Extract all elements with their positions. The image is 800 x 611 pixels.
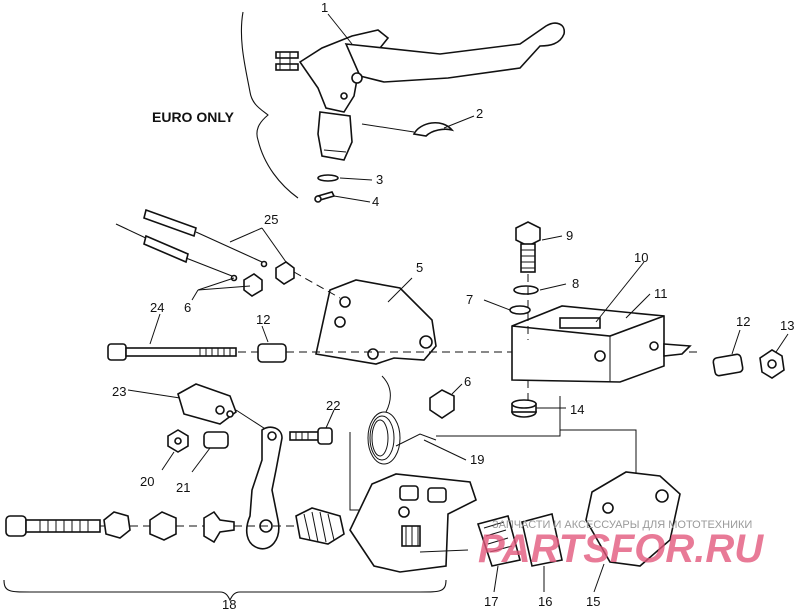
callout-20: 20 bbox=[140, 474, 154, 489]
callout-8: 8 bbox=[572, 276, 579, 291]
pad-16 bbox=[521, 513, 563, 592]
washer-8 bbox=[513, 285, 539, 295]
callout-1: 1 bbox=[321, 0, 328, 15]
callouts: 1 2 3 4 25 6 5 24 12 9 8 7 10 11 12 13 6… bbox=[112, 0, 794, 611]
callout-9: 9 bbox=[566, 228, 573, 243]
callout-6-left: 6 bbox=[184, 300, 191, 315]
euro-only-group: EURO ONLY bbox=[152, 11, 566, 203]
watermark-site: PARTSFOR.RU bbox=[478, 527, 764, 571]
nut-13 bbox=[759, 333, 789, 379]
clip-ring bbox=[317, 174, 339, 182]
callout-23: 23 bbox=[112, 384, 126, 399]
shaft-assembly bbox=[3, 507, 447, 602]
throttle-cables bbox=[115, 208, 295, 301]
spacer-right bbox=[712, 329, 744, 377]
watermark-tagline: ЗАПЧАСТИ И АКСЕССУАРЫ ДЛЯ МОТОТЕХНИКИ bbox=[492, 519, 752, 531]
callout-21: 21 bbox=[176, 480, 190, 495]
callout-25: 25 bbox=[264, 212, 278, 227]
screw-9 bbox=[515, 221, 563, 273]
callout-6-mid: 6 bbox=[464, 374, 471, 389]
switch-housing bbox=[511, 261, 692, 383]
callout-5: 5 bbox=[416, 260, 423, 275]
cover-15 bbox=[585, 471, 681, 593]
screw-22 bbox=[289, 409, 335, 445]
callout-14: 14 bbox=[570, 402, 584, 417]
callout-7: 7 bbox=[466, 292, 473, 307]
callout-2: 2 bbox=[476, 106, 483, 121]
callout-15: 15 bbox=[586, 594, 600, 609]
euro-only-label: EURO ONLY bbox=[152, 109, 235, 125]
callout-4: 4 bbox=[372, 194, 379, 209]
callout-12-left: 12 bbox=[256, 312, 270, 327]
cable-clamp bbox=[127, 383, 237, 425]
callout-11: 11 bbox=[654, 286, 668, 301]
callout-13: 13 bbox=[780, 318, 794, 333]
long-bolt bbox=[107, 313, 237, 361]
torsion-spring bbox=[367, 375, 467, 465]
callout-10: 10 bbox=[634, 250, 648, 265]
callout-17: 17 bbox=[484, 594, 498, 609]
spacer-left bbox=[257, 325, 287, 363]
throttle-bracket bbox=[293, 271, 437, 365]
nut-6-mid bbox=[429, 383, 463, 419]
crescent-bushing bbox=[412, 122, 455, 137]
callout-19: 19 bbox=[470, 452, 484, 467]
callout-16: 16 bbox=[538, 594, 552, 609]
nut-20 bbox=[161, 429, 189, 471]
bracket-18 bbox=[3, 579, 447, 602]
callout-22: 22 bbox=[326, 398, 340, 413]
euro-brace bbox=[240, 11, 299, 199]
throttle-arm bbox=[245, 426, 283, 550]
watermark: ЗАПЧАСТИ И АКСЕССУАРЫ ДЛЯ МОТОТЕХНИКИ PA… bbox=[478, 519, 764, 571]
washer-7 bbox=[509, 305, 531, 315]
pad-17 bbox=[476, 515, 521, 593]
brake-lever bbox=[275, 22, 566, 161]
bushing-14 bbox=[511, 380, 566, 418]
callout-24: 24 bbox=[150, 300, 164, 315]
spacer-21 bbox=[191, 431, 229, 473]
callout-3: 3 bbox=[376, 172, 383, 187]
callout-12-right: 12 bbox=[736, 314, 750, 329]
switch-plate bbox=[349, 473, 477, 573]
callout-18: 18 bbox=[222, 597, 236, 611]
